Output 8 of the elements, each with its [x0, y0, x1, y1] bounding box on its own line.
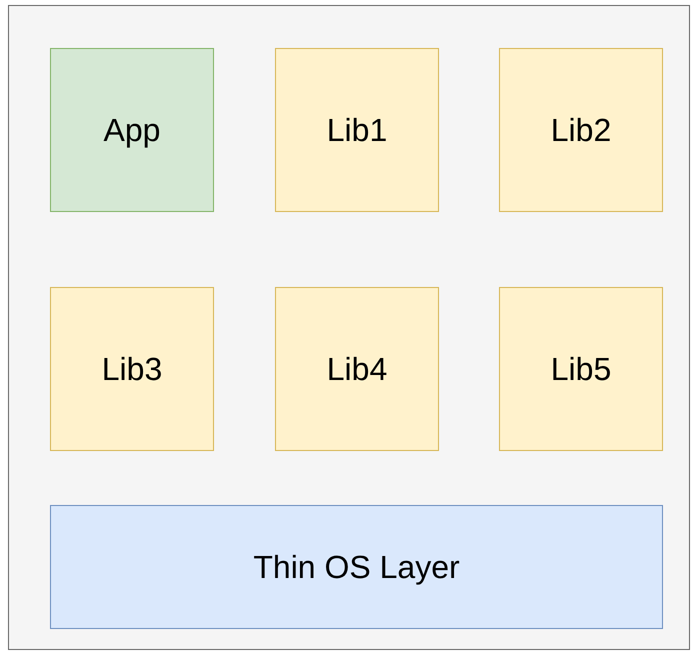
- library-box: Lib5: [499, 287, 663, 451]
- library-box: Lib4: [275, 287, 439, 451]
- app-box: App: [50, 48, 214, 212]
- library-box: Lib3: [50, 287, 214, 451]
- library-box: Lib2: [499, 48, 663, 212]
- os-layer-box: Thin OS Layer: [50, 505, 663, 629]
- library-box: Lib1: [275, 48, 439, 212]
- outer-panel: [8, 5, 690, 650]
